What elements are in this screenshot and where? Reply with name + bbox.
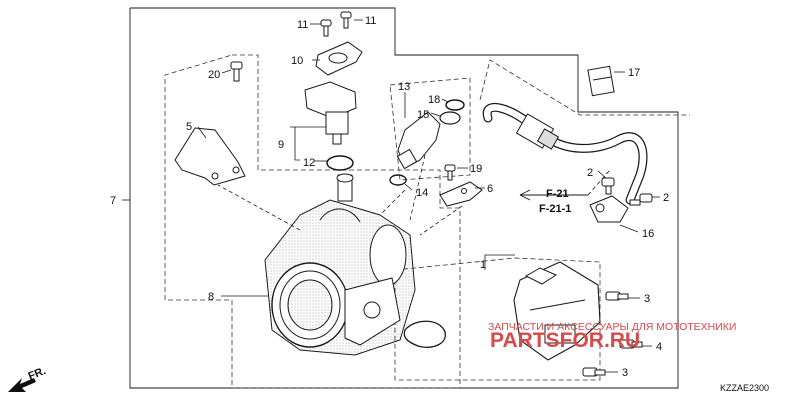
label-part-5: 5 xyxy=(186,121,192,133)
ref-label-f21: F-21 xyxy=(546,188,569,200)
label-part-7: 7 xyxy=(110,195,116,207)
bolt-2-a xyxy=(601,177,615,195)
direction-label: FR. xyxy=(27,365,48,383)
seal-18 xyxy=(445,99,465,111)
bolt-20 xyxy=(230,61,243,82)
part-number-labels: 11 11 10 20 5 9 12 13 18 15 14 19 6 17 2… xyxy=(110,15,669,379)
front-direction-arrow: FR. xyxy=(8,365,48,392)
label-part-1: 1 xyxy=(480,259,486,271)
bolt-19 xyxy=(444,164,456,181)
label-part-2-b: 2 xyxy=(663,192,669,204)
label-part-20: 20 xyxy=(208,69,220,81)
screw-11-a xyxy=(320,19,332,37)
label-part-10: 10 xyxy=(291,55,303,67)
bracket-6 xyxy=(439,181,483,207)
label-part-19: 19 xyxy=(470,163,482,175)
throttle-body-group-outline xyxy=(164,54,461,389)
label-part-17: 17 xyxy=(628,67,640,79)
sensor-group-outline xyxy=(389,77,471,181)
label-part-2-a: 2 xyxy=(587,167,593,179)
throttle-body-8 xyxy=(264,173,416,356)
o-ring-12 xyxy=(326,155,354,171)
ref-label-f21-1: F-21-1 xyxy=(539,203,571,215)
fuel-hose xyxy=(482,102,648,205)
pipe-connector xyxy=(515,113,560,150)
label-part-8: 8 xyxy=(208,291,214,303)
throttle-control-module-1 xyxy=(513,261,601,361)
map-sensor-9 xyxy=(304,81,357,145)
leader-lines xyxy=(122,19,660,373)
label-part-9: 9 xyxy=(278,139,284,151)
label-part-11-a: 11 xyxy=(297,19,308,31)
watermark-brand: PARTSFOR.RU xyxy=(490,329,640,352)
screw-11-b xyxy=(340,11,352,29)
label-part-4: 4 xyxy=(656,341,662,353)
label-part-13: 13 xyxy=(398,81,410,93)
label-part-18: 18 xyxy=(428,94,440,106)
label-part-3-b: 3 xyxy=(622,367,628,379)
bolt-3-b xyxy=(582,367,606,377)
sensor-bracket-10 xyxy=(315,41,363,76)
gasket xyxy=(403,320,446,348)
label-part-11-b: 11 xyxy=(365,15,376,27)
bracket-5 xyxy=(174,127,246,186)
label-part-12: 12 xyxy=(303,157,315,169)
label-part-15: 15 xyxy=(417,109,429,121)
seal-14 xyxy=(389,174,407,186)
diagram-code: KZZAE2300 xyxy=(720,383,769,393)
label-part-6: 6 xyxy=(487,183,493,195)
bolt-3-a xyxy=(605,291,629,301)
label-part-3-a: 3 xyxy=(644,293,650,305)
pipe-joint-16 xyxy=(589,195,629,223)
clip-17 xyxy=(587,65,615,97)
label-part-14: 14 xyxy=(416,187,428,199)
watermark-tagline: ЗАПЧАСТИ И АКСЕССУАРЫ ДЛЯ МОТОТЕХНИКИ xyxy=(488,321,736,333)
f21-reference-arrow xyxy=(519,169,611,201)
seal-15 xyxy=(439,111,461,125)
bolt-2-b xyxy=(629,193,653,206)
injector-13 xyxy=(396,111,441,170)
label-part-16: 16 xyxy=(642,228,654,240)
bolt-4 xyxy=(619,339,643,349)
pipe-group-outline xyxy=(479,59,690,116)
